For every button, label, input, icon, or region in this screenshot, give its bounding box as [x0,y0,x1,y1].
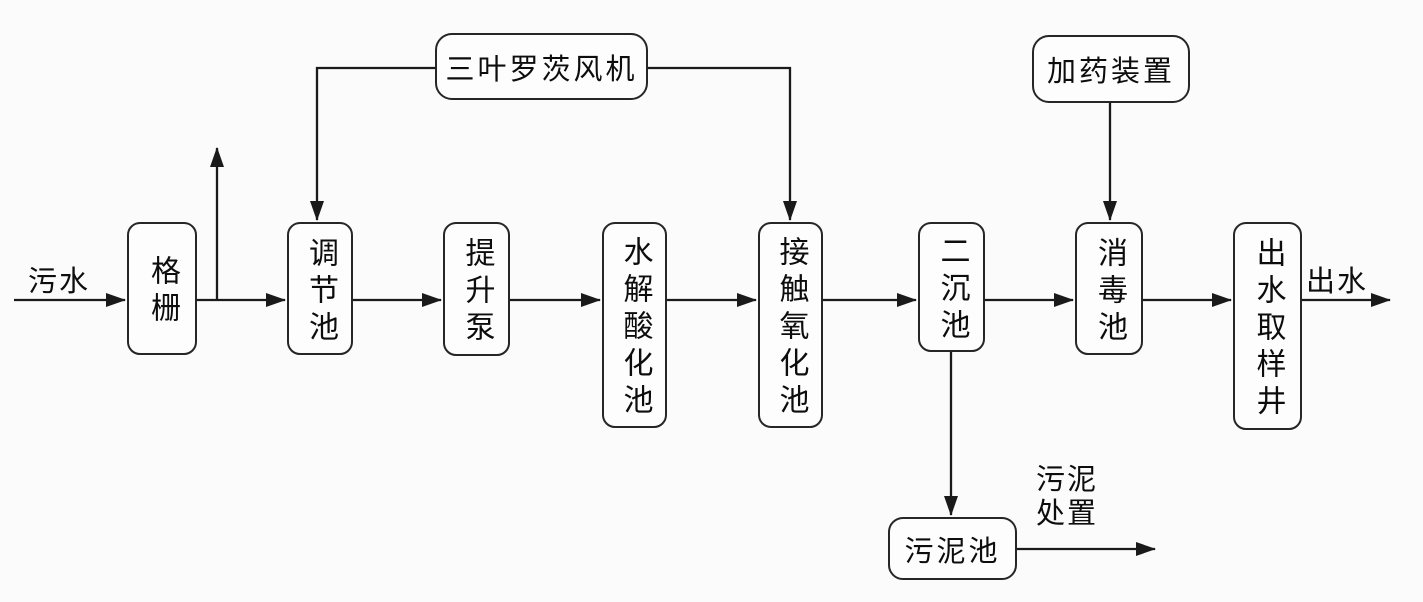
influent-label: 污水 [28,264,91,298]
sludge-disposal-label: 污泥 处置 [1036,462,1098,530]
node-effluent-sampling-well-label: 出水取样井 [1250,237,1286,422]
node-sludge-tank-label: 污泥池 [904,533,1001,568]
node-lift-pump-label: 提升泵 [459,237,495,348]
effluent-label: 出水 [1306,264,1369,298]
node-hydrolysis-acidification-tank-label: 水解酸化池 [617,236,653,421]
node-screen: 格栅 [127,222,197,355]
node-disinfection-tank-label: 消毒池 [1092,236,1127,348]
node-disinfection-tank: 消毒池 [1075,222,1143,355]
node-dosing-device: 加药装置 [1032,35,1190,103]
node-dosing-device-label: 加药装置 [1046,54,1175,88]
node-hydrolysis-acidification-tank: 水解酸化池 [602,222,667,428]
node-lift-pump: 提升泵 [443,222,510,356]
node-secondary-sedimentation-tank: 二沉池 [918,222,985,352]
node-roots-blower-label: 三叶罗茨风机 [445,51,638,86]
node-sludge-tank: 污泥池 [888,517,1017,580]
node-contact-oxidation-tank: 接触氧化池 [758,222,823,428]
node-screen-label: 格栅 [145,255,180,329]
arrow-blower-to-oxidation [648,66,797,221]
node-secondary-sedimentation-tank-label: 二沉池 [934,235,970,346]
node-regulating-tank: 调节池 [287,222,353,355]
node-roots-blower: 三叶罗茨风机 [435,33,648,100]
node-effluent-sampling-well: 出水取样井 [1233,222,1302,430]
arrow-blower-to-regulating [310,66,435,221]
sludge-disposal-label-line1: 污泥 [1036,462,1099,496]
sludge-disposal-label-line2: 处置 [1036,496,1099,530]
node-contact-oxidation-tank-label: 接触氧化池 [773,236,809,421]
node-regulating-tank-label: 调节池 [303,236,338,348]
